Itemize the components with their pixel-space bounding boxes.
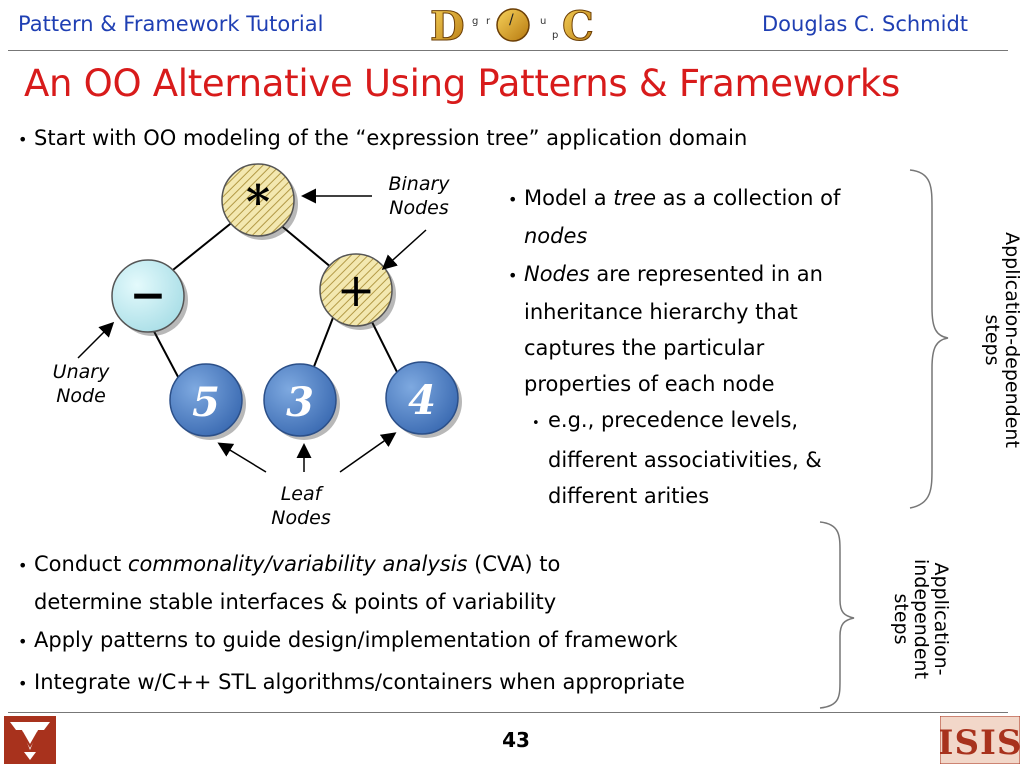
right-bullet-tree-nodes: nodes <box>524 224 588 248</box>
slide-title: An OO Alternative Using Patterns & Frame… <box>24 62 900 105</box>
footer-rule <box>8 712 1008 713</box>
binary-node-plus: + <box>319 253 396 330</box>
binary-nodes-label: Binary Nodes <box>374 172 464 220</box>
bullet-dot: • <box>508 190 518 209</box>
intro-bullet: • Start with OO modeling of the “expressi… <box>18 120 747 158</box>
right-bullet-tree: • Model a tree as a collection of nodes <box>508 180 840 254</box>
right-sub-bullet-line1: e.g., precedence levels, <box>548 408 799 432</box>
dependent-steps-label-line2: steps <box>981 314 1003 366</box>
independent-steps-label: Application- independent steps <box>885 529 952 709</box>
node-3-label: 3 <box>286 379 314 426</box>
bottom-bullet-stl-text: Integrate w/C++ STL algorithms/container… <box>34 670 685 694</box>
label-arrows <box>77 188 427 473</box>
header-rule <box>8 50 1008 51</box>
bullet-dot: • <box>18 130 28 149</box>
right-sub-bullet: • e.g., precedence levels, different asso… <box>532 402 822 514</box>
right-sub-bullet-line3: different arities <box>548 484 710 508</box>
bullet-dot: • <box>18 674 28 693</box>
independent-steps-label-line3: steps <box>890 593 912 645</box>
right-bullet-nodes-italic: Nodes <box>524 262 590 286</box>
logo-letter-p: p <box>552 30 558 41</box>
intro-bullet-text: Start with OO modeling of the “expressio… <box>34 126 748 150</box>
arrow-leaf-5 <box>217 442 267 473</box>
unary-node-minus: − <box>111 259 188 336</box>
right-bullet-nodes: • Nodes are represented in an inheritance… <box>508 256 823 402</box>
page-number: 43 <box>502 728 530 752</box>
node-5-label: 5 <box>192 379 220 426</box>
leaf-node-3: 3 <box>263 363 340 440</box>
dependent-steps-label-line1: Application-dependent <box>1001 232 1023 448</box>
arrow-binary-plus <box>381 229 427 271</box>
independent-steps-label-line1: Application- <box>930 562 952 676</box>
leaf-nodes-label: Leaf Nodes <box>256 482 346 530</box>
unary-node-label-line1: Unary <box>52 361 110 383</box>
right-bullet-nodes-line1: are represented in an <box>589 262 823 286</box>
leaf-nodes-label-line2: Nodes <box>271 507 331 529</box>
independent-brace <box>819 521 855 709</box>
header-title: Pattern & Framework Tutorial <box>18 12 324 36</box>
bottom-bullet-cva-line2: determine stable interfaces & points of … <box>34 590 557 614</box>
dependent-brace <box>909 169 949 509</box>
logo-slash: / <box>509 12 514 28</box>
bottom-bullet-patterns-text: Apply patterns to guide design/implement… <box>34 628 678 652</box>
right-bullet-nodes-line2: inheritance hierarchy that <box>524 300 798 324</box>
bottom-bullet-cva-pre: Conduct <box>34 552 128 576</box>
bottom-bullet-patterns: • Apply patterns to guide design/implemen… <box>18 622 678 660</box>
binary-nodes-label-line1: Binary <box>388 173 450 195</box>
isis-logo-text: ISIS <box>940 723 1020 763</box>
leaf-node-4: 4 <box>385 361 462 438</box>
bullet-dot: • <box>508 266 518 285</box>
node-multiply-symbol: * <box>246 175 270 229</box>
vanderbilt-logo <box>4 716 56 764</box>
logo-letter-d: D <box>430 3 465 48</box>
right-sub-bullet-line2: different associativities, & <box>548 448 822 472</box>
bullet-dot: • <box>18 632 28 651</box>
bullet-dot: • <box>532 416 540 431</box>
leaf-nodes-label-line1: Leaf <box>280 483 322 505</box>
logo-clock-circle <box>496 8 530 42</box>
header-author: Douglas C. Schmidt <box>762 12 969 36</box>
doc-group-logo: D g r / u p C <box>430 3 595 49</box>
node-minus-symbol: − <box>130 270 167 321</box>
unary-node-label: Unary Node <box>36 360 126 408</box>
right-bullet-tree-italic: tree <box>613 186 656 210</box>
bottom-bullet-cva-post: (CVA) to <box>467 552 561 576</box>
isis-logo: ISIS <box>940 716 1020 764</box>
independent-steps-label-line2: independent <box>910 558 932 680</box>
leaf-node-5: 5 <box>169 363 246 440</box>
bottom-bullet-cva: • Conduct commonality/variability analysi… <box>18 546 560 620</box>
bullet-dot: • <box>18 556 28 575</box>
right-bullet-nodes-line3: captures the particular <box>524 336 765 360</box>
arrow-unary <box>77 321 115 359</box>
dependent-steps-label: Application-dependent steps <box>978 220 1023 460</box>
bottom-bullet-cva-italic: commonality/variability analysis <box>127 552 468 576</box>
logo-letter-c: C <box>562 3 594 48</box>
expression-tree-diagram: * − + 5 3 4 <box>77 163 462 473</box>
binary-nodes-label-line2: Nodes <box>389 197 449 219</box>
arrow-leaf-4 <box>339 432 397 473</box>
unary-node-label-line2: Node <box>56 385 106 407</box>
right-bullet-tree-mid: as a collection of <box>656 186 841 210</box>
bottom-bullet-stl: • Integrate w/C++ STL algorithms/containe… <box>18 664 685 702</box>
node-plus-symbol: + <box>337 263 376 317</box>
node-4-label: 4 <box>408 377 436 424</box>
right-bullet-tree-pre: Model a <box>524 186 614 210</box>
logo-letter-r: r <box>486 16 491 27</box>
right-bullet-nodes-line4: properties of each node <box>524 372 775 396</box>
logo-letter-u: u <box>540 16 546 27</box>
logo-letter-g: g <box>472 16 478 27</box>
binary-node-multiply: * <box>221 163 298 240</box>
